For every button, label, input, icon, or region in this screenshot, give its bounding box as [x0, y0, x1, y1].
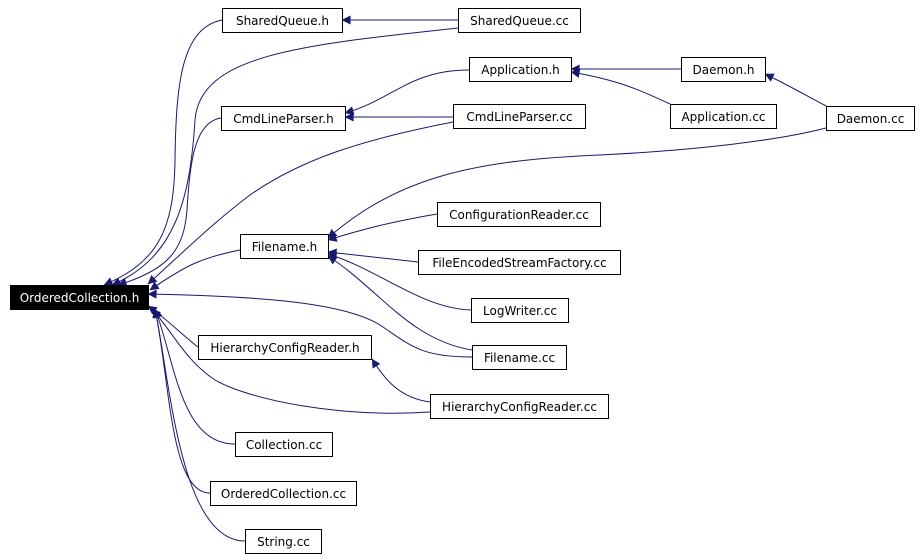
node-application-cc[interactable]: Application.cc: [670, 104, 777, 129]
node-label: ConfigurationReader.cc: [449, 208, 589, 222]
node-box: [10, 285, 149, 310]
node-ordered-collection-h[interactable]: OrderedCollection.h: [10, 285, 149, 310]
node-label: OrderedCollection.cc: [221, 487, 346, 501]
edge-filename-cc-to-filename-h: [327, 255, 473, 351]
node-box: [418, 250, 621, 275]
node-label: Filename.cc: [484, 351, 555, 365]
edge-filename-h-to-ordered-collection-h: [149, 249, 241, 291]
node-shared-queue-h[interactable]: SharedQueue.h: [222, 8, 343, 33]
node-box: [245, 529, 322, 554]
node-box: [469, 57, 572, 82]
node-label: CmdLineParser.h: [233, 112, 334, 126]
node-string-cc[interactable]: String.cc: [245, 529, 322, 554]
node-label: CmdLineParser.cc: [466, 110, 572, 124]
edge-shared-queue-h-to-ordered-collection-h: [103, 19, 223, 286]
nodes-layer: SharedQueue.h SharedQueue.ccApplication.h…: [10, 8, 915, 554]
node-hierarchy-config-reader-h[interactable]: HierarchyConfigReader.h: [198, 335, 372, 360]
node-cmd-line-parser-h[interactable]: CmdLineParser.h: [221, 106, 346, 131]
node-box: [222, 8, 343, 33]
node-filename-cc[interactable]: Filename.cc: [472, 345, 567, 370]
edge-file-encoded-stream-factory-cc-to-filename-h: [327, 248, 419, 263]
node-label: SharedQueue.cc: [470, 14, 569, 28]
node-cmd-line-parser-cc[interactable]: CmdLineParser.cc: [453, 104, 586, 129]
edge-cmd-line-parser-h-to-ordered-collection-h: [117, 117, 222, 287]
edges-layer: [103, 15, 827, 542]
edge-cmd-line-parser-cc-to-ordered-collection-h: [147, 121, 454, 285]
node-daemon-h[interactable]: Daemon.h: [681, 57, 766, 82]
node-box: [221, 106, 346, 131]
node-label: HierarchyConfigReader.h: [210, 341, 359, 355]
node-daemon-cc[interactable]: Daemon.cc: [826, 106, 915, 131]
node-filename-h[interactable]: Filename.h: [240, 234, 329, 259]
edge-configuration-reader-cc-to-filename-h: [327, 213, 438, 242]
edge-daemon-cc-to-daemon-h: [764, 73, 827, 107]
node-label: SharedQueue.h: [236, 14, 329, 28]
node-shared-queue-cc[interactable]: SharedQueue.cc: [458, 8, 581, 33]
node-label: Collection.cc: [246, 438, 322, 452]
node-box: [210, 481, 357, 506]
node-application-h[interactable]: Application.h: [469, 57, 572, 82]
node-box: [240, 234, 329, 259]
edge-daemon-cc-to-filename-h: [327, 127, 827, 239]
node-label: HierarchyConfigReader.cc: [442, 400, 597, 414]
node-box: [681, 57, 766, 82]
node-label: OrderedCollection.h: [20, 291, 140, 305]
node-box: [430, 394, 609, 419]
edge-string-cc-to-ordered-collection-h: [152, 308, 246, 542]
edge-log-writer-cc-to-filename-h: [327, 252, 472, 311]
node-configuration-reader-cc[interactable]: ConfigurationReader.cc: [437, 202, 601, 227]
node-box: [453, 104, 586, 129]
node-hierarchy-config-reader-cc[interactable]: HierarchyConfigReader.cc: [430, 394, 609, 419]
edge-application-cc-to-application-h: [570, 68, 671, 105]
edge-hierarchy-config-reader-cc-to-hierarchy-config-reader-h: [371, 358, 431, 403]
node-label: Daemon.h: [692, 63, 754, 77]
node-box: [471, 298, 569, 323]
edge-hierarchy-config-reader-cc-to-ordered-collection-h: [151, 308, 431, 414]
node-label: FileEncodedStreamFactory.cc: [432, 256, 606, 270]
node-label: String.cc: [257, 535, 310, 549]
node-box: [472, 345, 567, 370]
node-label: LogWriter.cc: [483, 304, 557, 318]
edge-shared-queue-cc-to-ordered-collection-h: [111, 27, 459, 286]
edge-collection-cc-to-ordered-collection-h: [153, 308, 236, 445]
node-log-writer-cc[interactable]: LogWriter.cc: [471, 298, 569, 323]
node-box: [670, 104, 777, 129]
node-file-encoded-stream-factory-cc[interactable]: FileEncodedStreamFactory.cc: [418, 250, 621, 275]
edge-application-h-to-cmd-line-parser-h: [344, 69, 470, 116]
node-label: Daemon.cc: [837, 112, 905, 126]
node-label: Application.h: [481, 63, 559, 77]
node-box: [437, 202, 601, 227]
node-box: [458, 8, 581, 33]
node-ordered-collection-cc[interactable]: OrderedCollection.cc: [210, 481, 357, 506]
edge-filename-cc-to-ordered-collection-h: [147, 289, 473, 358]
node-box: [235, 432, 333, 457]
node-box: [198, 335, 372, 360]
node-box: [826, 106, 915, 131]
node-label: Filename.h: [252, 240, 318, 254]
node-collection-cc[interactable]: Collection.cc: [235, 432, 333, 457]
node-label: Application.cc: [681, 110, 765, 124]
